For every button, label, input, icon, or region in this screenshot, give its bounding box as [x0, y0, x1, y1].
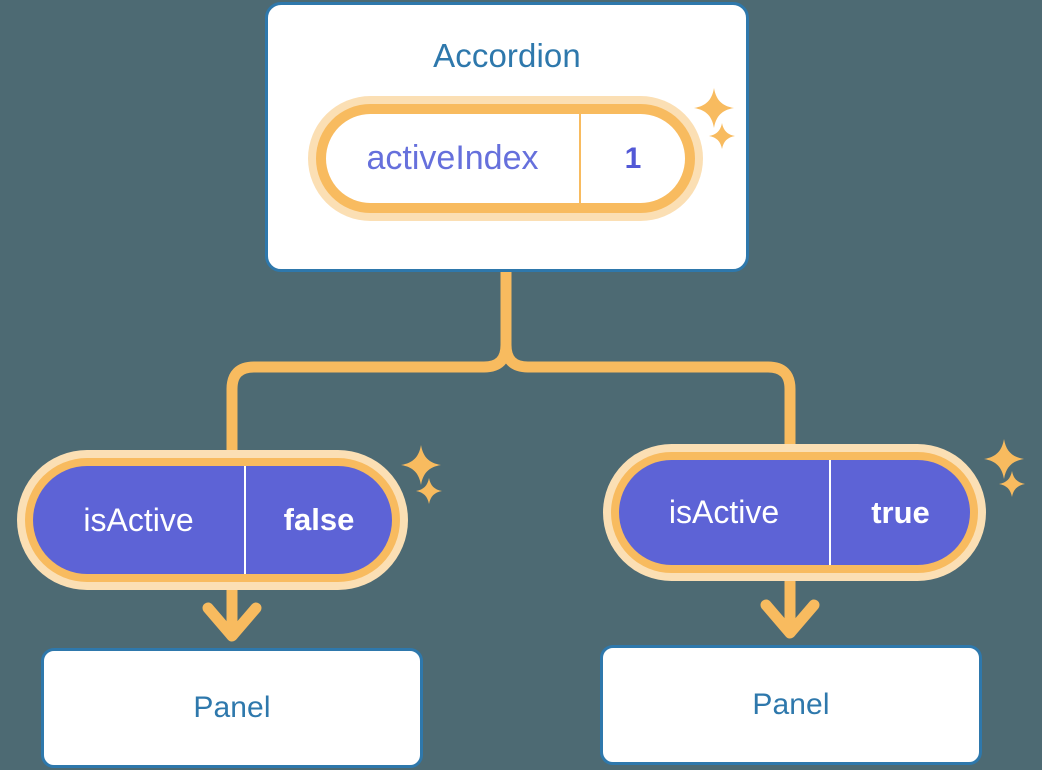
- state-pill-isactive-left[interactable]: isActive false: [17, 450, 408, 590]
- component-card-panel-right[interactable]: Panel: [600, 645, 982, 765]
- state-value-label: 1: [624, 141, 642, 175]
- state-value-label: true: [871, 494, 930, 530]
- card-title-accordion: Accordion: [433, 37, 581, 74]
- card-title-panel: Panel: [193, 691, 271, 724]
- connector-branch-right: [500, 339, 796, 458]
- connector-branch-left: [226, 339, 512, 464]
- arrow-down-icon-left: [202, 590, 262, 642]
- card-title-panel: Panel: [752, 688, 830, 721]
- sparkle-icon-small: [415, 477, 443, 505]
- pill-body: isActive true: [619, 460, 970, 565]
- state-key-label: isActive: [33, 466, 246, 574]
- state-pill-isactive-right[interactable]: isActive true: [603, 444, 986, 581]
- state-pill-activeindex[interactable]: activeIndex 1: [308, 96, 703, 221]
- state-key-label: isActive: [619, 460, 831, 565]
- arrow-down-icon-right: [760, 581, 820, 639]
- state-key-label: activeIndex: [326, 114, 581, 203]
- pill-body: activeIndex 1: [326, 114, 685, 203]
- component-card-panel-left[interactable]: Panel: [41, 648, 423, 768]
- pill-body: isActive false: [33, 466, 392, 574]
- sparkle-icon-small: [998, 470, 1026, 498]
- sparkle-icon-large: [399, 443, 443, 487]
- state-value-label: false: [283, 502, 355, 537]
- sparkle-icon-large: [982, 437, 1026, 481]
